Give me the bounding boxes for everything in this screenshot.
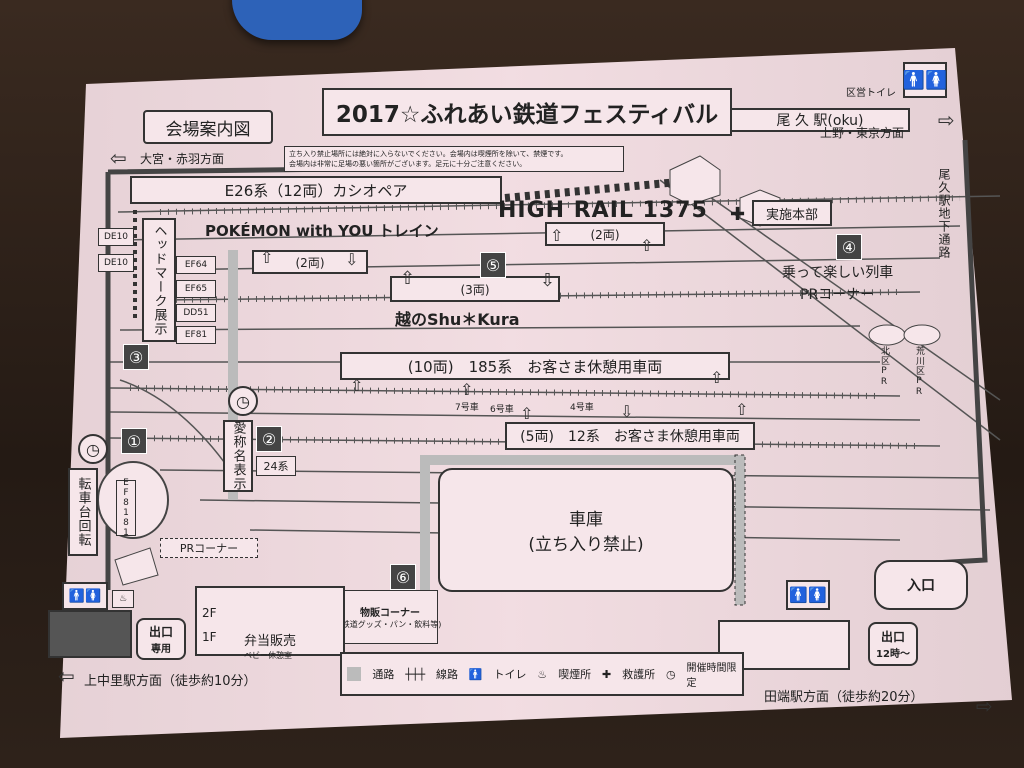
marker-3: ③ <box>123 344 149 370</box>
legend-box: 通路 ┼┼┼ 線路 🚹 トイレ ♨ 喫煙所 ✚ 救護所 ◷ 開催時間限定 <box>340 652 744 696</box>
restroom-label: 区営トイレ <box>846 88 896 99</box>
legend-smoking-icon: ♨ <box>537 667 548 681</box>
entry-arrow-icon: ⇧ <box>520 404 534 423</box>
bento-label: 弁当販売 <box>244 634 297 649</box>
entry-arrow-icon: ⇧ <box>710 368 724 387</box>
underpass-label: 尾久駅地下通路 <box>937 168 951 259</box>
toilet-icon: 🚹🚺 <box>786 580 830 610</box>
toilet-icon: 🚹🚺 <box>62 582 108 610</box>
floor-2f: 2F <box>202 606 217 620</box>
marker-1: ① <box>121 428 147 454</box>
restroom-icon: 🚹🚺 <box>903 62 947 98</box>
loco-de10-1: DE10 <box>98 228 134 246</box>
direction-omiya: 大宮・赤羽方面 <box>140 152 225 166</box>
smoking-icon: ♨ <box>112 590 134 608</box>
train-185: (10両) 185系 お客さま休憩用車両 <box>340 352 730 380</box>
left-arrow-icon: ⇦ <box>110 146 127 170</box>
entry-arrow-icon: ⇧ <box>735 400 749 419</box>
legend-track-icon: ┼┼┼ <box>405 667 426 681</box>
clock-icon: ◷ <box>228 386 258 416</box>
left-arrow-icon: ⇦ <box>58 664 75 688</box>
ride-train-label: 乗って楽しい列車 <box>782 265 894 281</box>
garage-label: 車庫 <box>569 510 603 530</box>
train-highrail: HIGH RAIL 1375 <box>498 198 708 223</box>
train-shukura: 越のShu＊Kura <box>395 310 520 329</box>
legend-first-aid-icon: ✚ <box>602 667 612 681</box>
entry-arrow-icon: ⇧ <box>260 248 274 267</box>
kitaku-pr: 北区PR <box>879 346 889 388</box>
entry-arrow-icon: ⇧ <box>350 376 364 395</box>
map-guide-label: 会場案内図 <box>143 110 273 144</box>
loco-de10-2: DE10 <box>98 254 134 272</box>
clock-icon: ◷ <box>78 434 108 464</box>
loco-24kei: 24系 <box>256 456 296 476</box>
entry-arrow-icon: ⇧ <box>550 226 564 245</box>
blue-object <box>232 0 362 40</box>
hq-label: 実施本部 <box>752 200 832 226</box>
arakawa-pr: 荒川区PR <box>914 346 924 398</box>
legend-smoking: 喫煙所 <box>558 668 592 681</box>
marker-6: ⑥ <box>390 564 416 590</box>
first-aid-icon: ✚ <box>730 204 746 225</box>
loco-ef8181: EF8181 <box>116 478 136 538</box>
exit-right: 出口 12時～ <box>868 622 918 666</box>
shukura-cars: (3両) <box>390 276 560 302</box>
car-4: 4号車 <box>570 403 594 413</box>
legend-clock-icon: ◷ <box>666 667 676 681</box>
train-e26: E26系（12両）カシオペア <box>130 176 502 204</box>
marker-5: ⑤ <box>480 252 506 278</box>
dark-area <box>48 610 132 658</box>
loco-ef65: EF65 <box>176 280 216 298</box>
loco-ef81: EF81 <box>176 326 216 344</box>
exit-only: 出口 専用 <box>136 618 186 660</box>
loco-dd51: DD51 <box>176 304 216 322</box>
headmark-display: ヘッドマーク展示 <box>142 218 176 342</box>
garage-area: 車庫 (立ち入り禁止) <box>438 468 734 592</box>
right-arrow-icon: ⇨ <box>938 108 955 132</box>
marker-2: ② <box>256 426 282 452</box>
entry-arrow-icon: ⇩ <box>620 402 634 421</box>
map-title: 2017☆ふれあい鉄道フェスティバル <box>322 88 732 136</box>
legend-hours: 開催時間限定 <box>686 663 737 689</box>
notice-box: 立ち入り禁止場所には絶対に入らないでください。会場内は喫煙所を除いて、禁煙です。… <box>284 146 624 172</box>
shop-building <box>195 586 345 656</box>
legend-road: 通路 <box>372 668 395 681</box>
garage-note: (立ち入り禁止) <box>528 535 644 555</box>
floor-1f: 1F <box>202 630 217 644</box>
entry-arrow-icon: ⇧ <box>460 380 474 399</box>
pr-corner-2: PRコーナー <box>160 538 258 558</box>
marker-4: ④ <box>836 234 862 260</box>
legend-toilet: トイレ <box>493 668 527 681</box>
direction-tabata: 田端駅方面（徒歩約20分） <box>764 690 924 705</box>
baby-room-label: ベビー休憩室 <box>244 651 292 660</box>
car-7: 7号車 <box>455 403 479 413</box>
direction-ueno: 上野・東京方面 <box>820 126 905 140</box>
entrance-label: 入口 <box>874 560 968 610</box>
legend-road-icon <box>347 667 362 681</box>
shop-corner: 物販コーナー (鉄道グッズ・パン・飲料等) <box>339 590 441 644</box>
legend-toilet-icon: 🚹 <box>468 667 483 681</box>
entry-arrow-icon: ⇩ <box>345 250 359 269</box>
loco-ef64: EF64 <box>176 256 216 274</box>
highrail-cars: (2両) <box>545 222 665 246</box>
legend-track: 線路 <box>435 668 458 681</box>
train-pokemon: POKÉMON with YOU トレイン <box>205 222 439 240</box>
turntable-label: 転車台回転 <box>68 468 98 556</box>
entry-arrow-icon: ⇧ <box>400 268 416 289</box>
entry-arrow-icon: ⇧ <box>640 236 654 255</box>
aisho-display: 愛称名表示 <box>223 420 253 492</box>
car-6: 6号車 <box>490 405 514 415</box>
direction-kaminakazato: 上中里駅方面（徒歩約10分） <box>84 674 257 689</box>
oku-station-label: 尾 久 駅(oku) <box>730 108 910 132</box>
pr-corner-label: PRコーナー <box>800 287 875 303</box>
legend-first-aid: 救護所 <box>622 668 656 681</box>
entry-arrow-icon: ⇩ <box>540 270 556 291</box>
right-arrow-icon: ⇨ <box>976 694 993 718</box>
pokemon-cars: (2両) <box>252 250 368 274</box>
train-12: (5両) 12系 お客さま休憩用車両 <box>505 422 755 450</box>
